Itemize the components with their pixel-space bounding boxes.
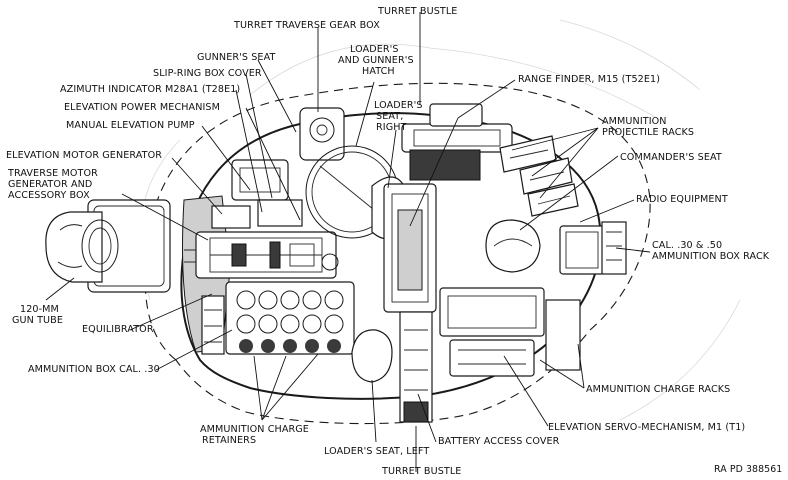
- label-loaders-seat-left: LOADER'S SEAT, LEFT: [324, 446, 429, 457]
- label-ammunition-projectile-racks: AMMUNITION PROJECTILE RACKS: [602, 116, 694, 138]
- charge-racks: [439, 287, 581, 377]
- leader-lines: [45, 12, 651, 472]
- label-manual-elevation-pump: MANUAL ELEVATION PUMP: [66, 120, 195, 131]
- label-range-finder: RANGE FINDER, M15 (T52E1): [518, 74, 660, 85]
- breech-mechanism: [184, 107, 345, 279]
- label-ammunition-charge-retainers: AMMUNITION CHARGE RETAINERS: [200, 424, 312, 446]
- label-elevation-power-mechanism: ELEVATION POWER MECHANISM: [64, 102, 220, 113]
- central-column: [383, 183, 437, 423]
- gun-tube: [45, 199, 171, 293]
- ammunition-charge-area: [201, 281, 355, 355]
- label-turret-traverse-gear-box: TURRET TRAVERSE GEAR BOX: [233, 20, 380, 31]
- label-equilibrator: EQUILIBRATOR: [82, 324, 154, 335]
- label-ammunition-box-rack: CAL. .30 & .50 AMMUNITION BOX RACK: [652, 240, 770, 262]
- label-turret-bustle-top: TURRET BUSTLE: [377, 6, 457, 17]
- label-traverse-motor-generator: TRAVERSE MOTOR GENERATOR AND ACCESSORY B…: [7, 168, 101, 201]
- label-loaders-and-gunners-hatch: LOADER'S AND GUNNER'S HATCH: [338, 44, 417, 77]
- label-azimuth-indicator: AZIMUTH INDICATOR M28A1 (T28E1): [60, 84, 240, 95]
- label-commanders-seat: COMMANDER'S SEAT: [620, 152, 722, 163]
- label-gunners-seat: GUNNER'S SEAT: [197, 52, 275, 63]
- label-turret-bustle-bottom: TURRET BUSTLE: [381, 466, 461, 477]
- turret-ring: [180, 112, 602, 400]
- label-radio-equipment: RADIO EQUIPMENT: [636, 194, 728, 205]
- label-slip-ring-box-cover: SLIP-RING BOX COVER: [153, 68, 262, 79]
- label-ammunition-charge-racks: AMMUNITION CHARGE RACKS: [586, 384, 730, 395]
- label-elevation-motor-generator: ELEVATION MOTOR GENERATOR: [6, 150, 162, 161]
- turret-outline: [144, 82, 651, 425]
- turret-drawing: [45, 19, 741, 425]
- label-ammunition-box-cal30: AMMUNITION BOX CAL. .30: [28, 364, 160, 375]
- label-loaders-seat-right: LOADER'S SEAT, RIGHT: [374, 100, 426, 133]
- label-elevation-servo-mechanism: ELEVATION SERVO-MECHANISM, M1 (T1): [548, 422, 745, 433]
- callout-labels: TURRET TRAVERSE GEAR BOX TURRET BUSTLE G…: [6, 6, 782, 477]
- label-gun-tube: 120-MM GUN TUBE: [12, 304, 63, 326]
- label-battery-access-cover: BATTERY ACCESS COVER: [438, 436, 560, 447]
- commanders-seat: [485, 219, 541, 273]
- projectile-racks: [499, 135, 579, 217]
- loaders-seat-left: [351, 329, 393, 383]
- radio-equipment: [559, 221, 627, 275]
- range-finder: [401, 103, 513, 181]
- reference-number: RA PD 388561: [714, 464, 782, 475]
